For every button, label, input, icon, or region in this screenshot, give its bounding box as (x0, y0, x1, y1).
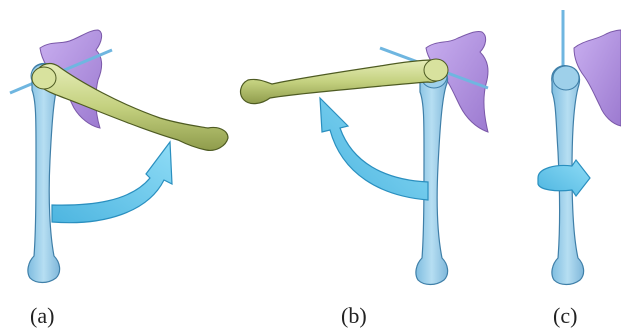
motion-arrow-c (538, 160, 590, 196)
scapula-c (574, 30, 621, 126)
panel-label-c: (c) (553, 303, 577, 329)
panel-c (538, 10, 621, 285)
resting-humerus-b (416, 66, 448, 285)
moved-head-a (32, 67, 56, 89)
moved-head-b (424, 59, 448, 81)
motion-arrow-b (320, 98, 428, 200)
motion-arrow-a (52, 142, 172, 223)
panel-b (241, 31, 488, 284)
moved-humerus-a (36, 64, 228, 151)
resting-humerus-a (28, 64, 60, 283)
panel-label-b: (b) (341, 303, 367, 329)
panel-label-a: (a) (30, 303, 54, 329)
moved-humerus-b (241, 60, 443, 104)
panel-a (10, 30, 228, 283)
humeral-head-c (553, 66, 579, 90)
